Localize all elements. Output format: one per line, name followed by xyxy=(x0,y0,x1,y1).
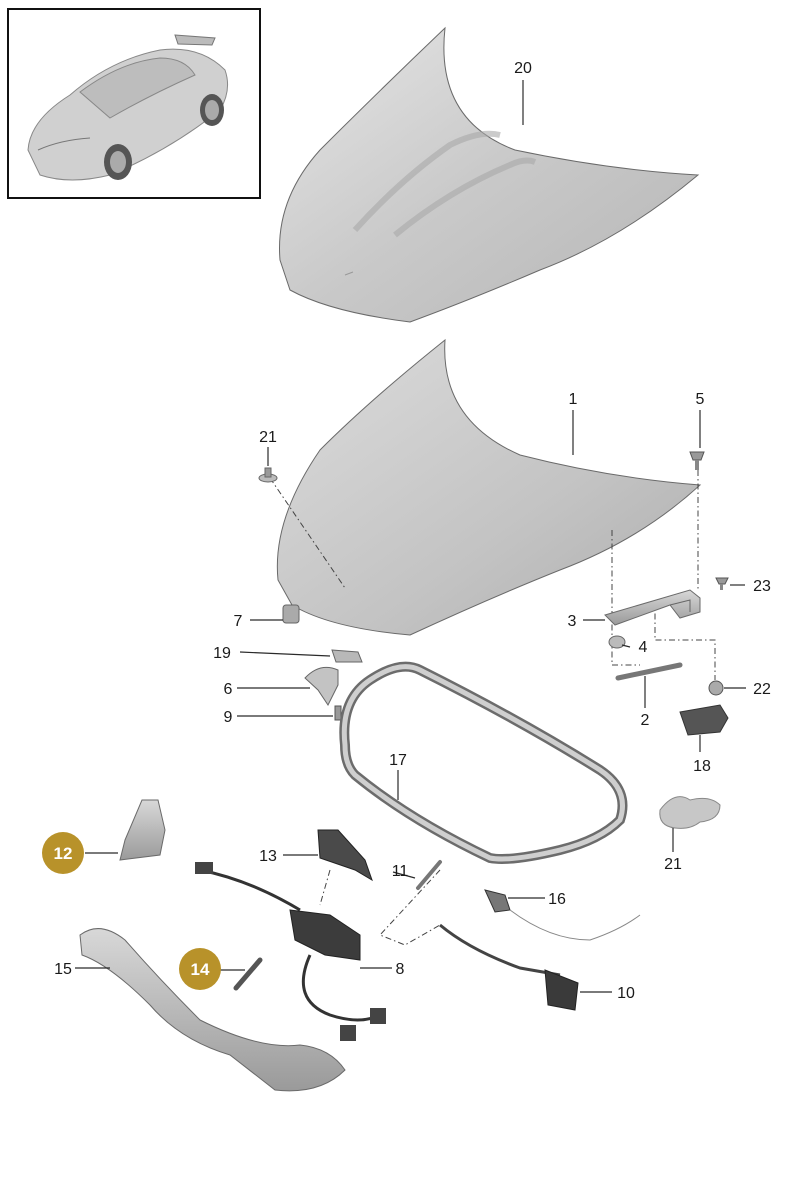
callout-10: 10 xyxy=(617,985,635,1002)
callout-6: 6 xyxy=(224,681,233,698)
callout-17: 17 xyxy=(389,752,407,769)
callout-21-top: 21 xyxy=(259,429,277,446)
callout-7: 7 xyxy=(234,613,243,630)
clip-22 xyxy=(708,680,724,696)
car-thumbnail xyxy=(7,8,261,199)
callout-8: 8 xyxy=(396,961,405,978)
cable-end-16 xyxy=(484,889,641,941)
callout-9: 9 xyxy=(224,709,233,726)
leader-lines xyxy=(75,80,746,993)
screw-9 xyxy=(334,705,342,721)
clip-21 xyxy=(258,467,278,483)
callout-14-badge: 14 xyxy=(179,948,221,990)
callout-23: 23 xyxy=(753,578,771,595)
hood-20 xyxy=(279,26,700,323)
callout-21-bottom: 21 xyxy=(664,856,682,873)
callout-12-badge: 12 xyxy=(42,832,84,874)
hinge-3 xyxy=(604,589,701,626)
callout-22: 22 xyxy=(753,681,771,698)
stopper-7 xyxy=(282,604,300,624)
bracket-18 xyxy=(679,704,729,736)
callout-20: 20 xyxy=(514,60,532,77)
strut-2 xyxy=(615,662,683,681)
crossmember-15 xyxy=(79,928,346,1092)
callout-12: 12 xyxy=(54,844,73,863)
callout-4: 4 xyxy=(639,639,648,656)
bolt-14 xyxy=(233,957,263,991)
latch-8 xyxy=(195,862,386,1041)
car-thumbnail-icon xyxy=(27,34,229,181)
callout-3: 3 xyxy=(568,613,577,630)
screw-5 xyxy=(689,451,705,470)
release-10 xyxy=(439,923,579,1011)
callout-1: 1 xyxy=(569,391,578,408)
hood-1 xyxy=(276,338,702,636)
callout-11: 11 xyxy=(392,863,409,880)
seal-17 xyxy=(339,661,628,864)
pad-21 xyxy=(659,796,721,829)
screw-23 xyxy=(715,577,729,590)
callout-18: 18 xyxy=(693,758,711,775)
washer-4 xyxy=(608,635,626,649)
bolt-11 xyxy=(416,860,442,890)
callout-13: 13 xyxy=(259,848,277,865)
callout-2: 2 xyxy=(641,712,650,729)
bracket-12 xyxy=(119,799,166,861)
callout-14: 14 xyxy=(191,960,210,979)
callout-15: 15 xyxy=(54,961,72,978)
callout-16: 16 xyxy=(548,891,566,908)
callouts: 20 1 5 21 23 3 4 7 19 6 22 2 9 18 17 21 … xyxy=(42,60,771,1002)
bracket-6 xyxy=(304,666,339,706)
actuator-13 xyxy=(317,829,373,882)
callout-19: 19 xyxy=(213,645,231,662)
callout-5: 5 xyxy=(696,391,705,408)
bracket-19 xyxy=(331,649,363,663)
